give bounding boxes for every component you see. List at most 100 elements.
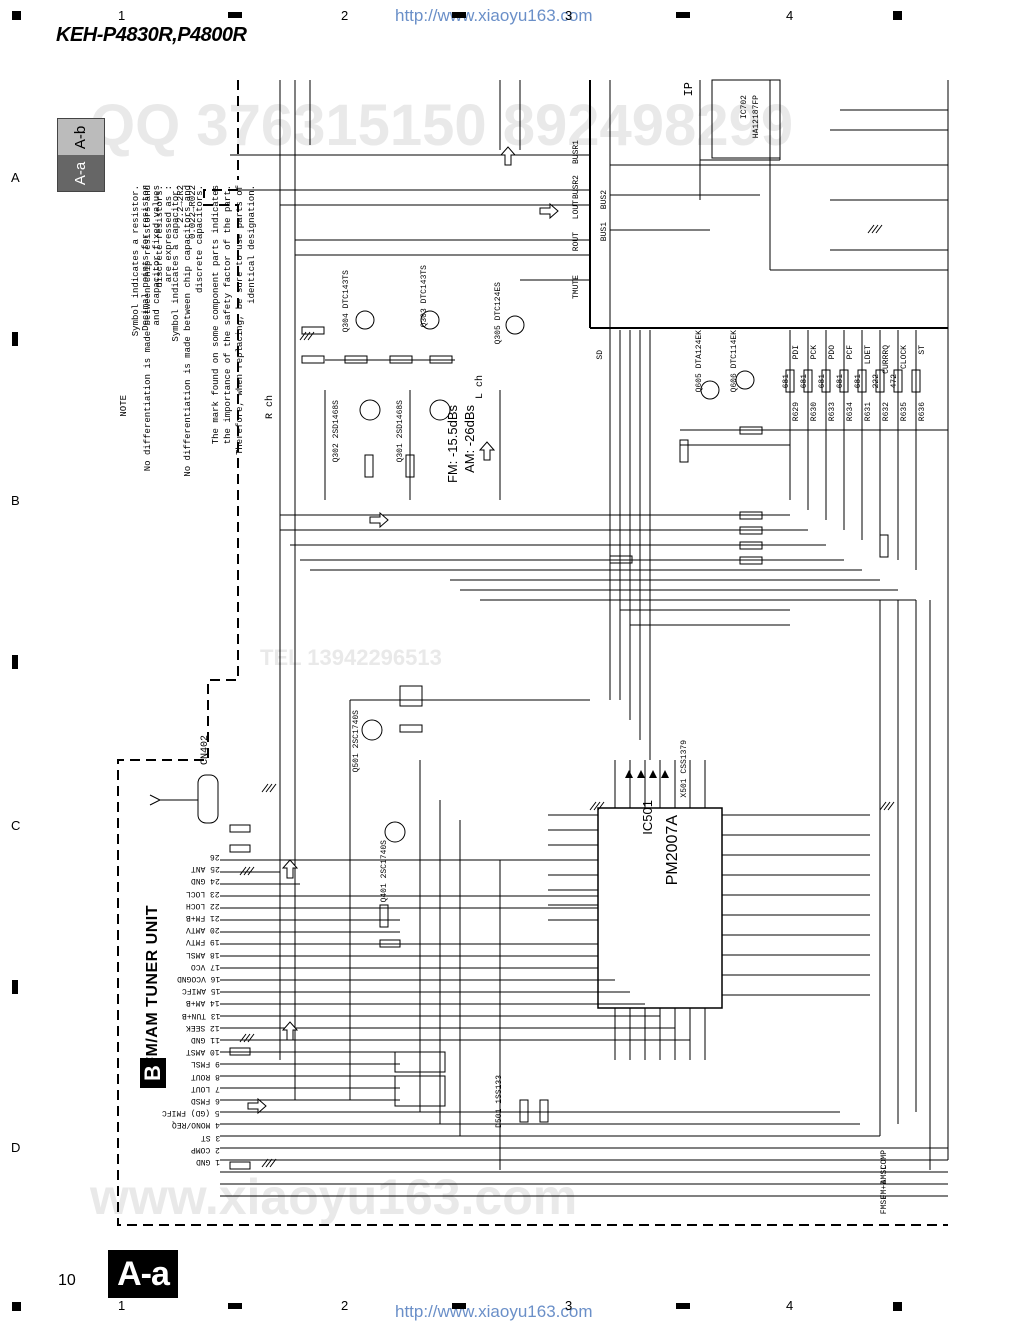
ic501-part-number: PM2007A (664, 815, 681, 886)
tab-a-b[interactable]: A-b (58, 119, 104, 155)
resistor-bank-ref: R631 (864, 402, 873, 422)
grid-col-4: 4 (786, 8, 794, 23)
tuner-pin: 14 AM+B (186, 998, 220, 1008)
note-decimal-5: 0.022→R022 (188, 185, 198, 240)
tuner-pin: 18 AMSL (186, 949, 220, 959)
tuner-pin: 13 TUN+B (181, 1010, 220, 1020)
ic702-label: IC702 (740, 95, 749, 120)
page-title: KEH-P4830R,P4800R (56, 24, 247, 46)
tuner-pin: 17 VCO (191, 961, 220, 971)
corner-mark (12, 1302, 21, 1311)
grid-row-c: C (11, 818, 21, 833)
resistor-bank-ref: R634 (846, 402, 855, 422)
note-decimal-3: are expressed as : (164, 185, 174, 283)
ic702-part: HA12187FP (752, 95, 761, 139)
section-badge: A-a (108, 1250, 178, 1298)
grid-col-3: 3 (565, 8, 573, 23)
resistor-bank-value: 681 (836, 374, 845, 389)
note-decimal-2: and capacitor fixed values (152, 185, 162, 326)
tab-a-a[interactable]: A-a (58, 155, 104, 191)
am-level-label: AM: -26dBs (462, 405, 477, 473)
source-url-top[interactable]: http://www.xiaoyu163.com (395, 6, 593, 25)
tuner-pin: 23 LOCL (186, 888, 220, 898)
corner-mark (893, 1302, 902, 1311)
grid-col-3: 3 (565, 1298, 573, 1313)
q302-label: Q302 2SD1468S (332, 400, 341, 463)
tuner-pin: 7 LOUT (191, 1083, 220, 1093)
net-tmute: TMUTE (572, 275, 581, 300)
resistor-bank-ref: R630 (810, 402, 819, 422)
grid-tick (12, 980, 18, 994)
resistor-bank-ref: R636 (918, 402, 927, 422)
net-busr2: BUSR2 (572, 175, 581, 200)
tuner-unit-label: FM/AM TUNER UNIT (144, 905, 161, 1067)
source-url-bottom[interactable]: http://www.xiaoyu163.com (395, 1302, 593, 1321)
watermark: www.xiaoyu163.com (90, 1169, 578, 1225)
grid-col-2: 2 (341, 1298, 349, 1313)
tuner-pin: 11 GND (191, 1035, 220, 1044)
resistor-bank-value: 472 (890, 374, 899, 389)
resistor-bank-net: PCK (810, 345, 819, 360)
note-decimal-1: Decimal points for resistor (141, 185, 151, 331)
grid-tick (12, 655, 18, 669)
watermark: QQ 376315150 892498299 (90, 93, 794, 158)
tuner-pin: 20 AMTV (186, 925, 220, 935)
resistor-bank-value: 222 (872, 374, 881, 389)
resistor-bank-value: 681 (800, 374, 809, 389)
grid-tick (676, 12, 690, 18)
note-safety-3: Therefore, when replacing, be sure to us… (235, 185, 245, 456)
tuner-pin: 8 ROUT (191, 1071, 220, 1081)
grid-row-d: D (11, 1140, 21, 1155)
page-number: 10 (58, 1272, 76, 1289)
resistor-bank-value: 681 (782, 374, 791, 389)
resistor-bank-value: 681 (818, 374, 827, 389)
tuner-pin: 6 FMSD (191, 1096, 220, 1105)
grid-tick (452, 1303, 466, 1309)
resistor-bank-net: CLOCK (900, 345, 909, 370)
ip-label: IP (682, 82, 696, 97)
q303-label: Q303 DTC143TS (420, 265, 429, 328)
resistor-bank-value: 681 (854, 374, 863, 389)
notes-title: NOTE (119, 395, 129, 417)
note-decimal-4: 2.2→2R2 (176, 185, 186, 223)
net-sd: SD (596, 350, 605, 360)
grid-tick (452, 12, 466, 18)
grid-col-4: 4 (786, 1298, 794, 1313)
tuner-pin: 2 COMP (191, 1144, 220, 1154)
grid-row-a: A (11, 170, 20, 185)
resistor-bank-ref: R633 (828, 402, 837, 422)
tuner-pin: 22 LOCH (186, 900, 220, 910)
note-safety-4: identical designation. (247, 185, 257, 304)
fm-level-label: FM: -15.5dBs (445, 405, 460, 484)
tuner-pin: 4 MONO/REQ (171, 1120, 220, 1130)
tuner-pin: 3 ST (200, 1132, 220, 1142)
tuner-pin: 16 VCOGND (176, 974, 220, 983)
resistor-bank-net: ST (918, 345, 927, 355)
d501-label: D501 1SS133 (495, 1075, 504, 1128)
tuner-pin: 5 (GD) FMIFC (162, 1108, 220, 1118)
corner-mark (893, 11, 902, 20)
net-fmsl: FMSL (880, 1195, 889, 1215)
notes-block: NOTE Symbol indicates a resistor. No dif… (118, 185, 258, 705)
q301-label: Q301 2SD1468S (396, 400, 405, 463)
tuner-pin: 15 AMIFC (181, 986, 220, 996)
q605-label: Q605 DTA124EK (695, 330, 704, 393)
ic501-ref: IC501 (640, 800, 655, 835)
grid-col-1: 1 (118, 8, 126, 23)
tuner-pin: 12 SEEK (186, 1022, 220, 1032)
left-channel-label: L ch (475, 375, 486, 400)
tuner-pin: 21 FM+B (186, 913, 220, 922)
tuner-section-badge: B (140, 1058, 166, 1088)
net-rout: ROUT (572, 232, 581, 252)
q304-label: Q304 DTC143TS (342, 270, 351, 333)
q501-label: Q501 2SC1740S (352, 710, 361, 773)
note-safety-1: The mark found on some component parts i… (211, 185, 221, 445)
net-bus1: BUS1 (600, 222, 609, 242)
right-channel-label: R ch (265, 395, 276, 420)
grid-tick (676, 1303, 690, 1309)
tuner-pin: 9 FMSL (191, 1059, 220, 1069)
grid-tick (12, 332, 18, 346)
corner-mark (12, 11, 21, 20)
